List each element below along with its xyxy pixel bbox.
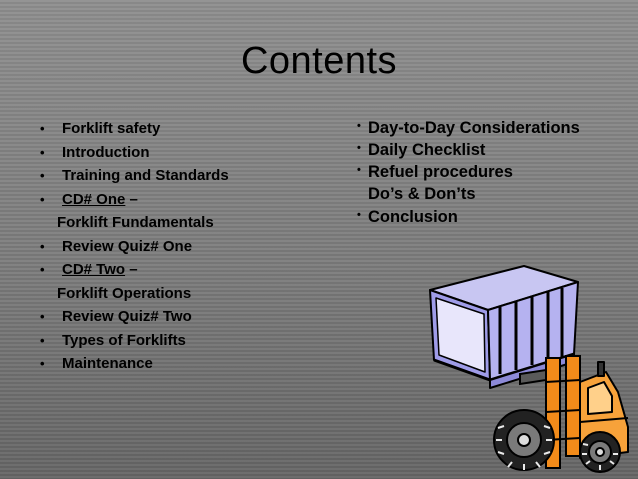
- list-item: • Maintenance: [40, 352, 340, 376]
- bullet-icon: •: [40, 332, 45, 348]
- list-item-suffix: –: [125, 261, 138, 278]
- bullet-icon: •: [40, 238, 45, 254]
- list-item-label: Types of Forklifts: [62, 331, 186, 349]
- list-item: • Daily Checklist: [357, 139, 627, 161]
- list-item-label: Introduction: [62, 143, 150, 161]
- list-item-label: Review Quiz# Two: [62, 308, 192, 325]
- list-item: • Refuel procedures: [357, 161, 627, 183]
- list-item-suffix: –: [125, 190, 138, 208]
- bullet-icon: •: [40, 262, 45, 277]
- slide-title: Contents: [240, 40, 398, 82]
- bullet-icon: •: [40, 121, 45, 136]
- list-item: • Review Quiz# Two: [40, 305, 340, 329]
- bullet-icon: •: [357, 209, 361, 221]
- cd-one-link[interactable]: CD# One: [62, 190, 126, 208]
- bullet-icon: •: [357, 164, 361, 176]
- list-item-label: Review Quiz# One: [62, 237, 193, 255]
- list-item-label: Forklift safety: [62, 120, 161, 137]
- list-item-continuation: Do’s & Don’ts: [368, 185, 476, 203]
- cd-two-link[interactable]: CD# Two: [62, 261, 126, 278]
- bullet-icon: •: [357, 142, 361, 154]
- bullet-icon: •: [40, 356, 45, 371]
- list-item: • Types of Forklifts: [40, 329, 340, 353]
- bullet-icon: •: [40, 144, 45, 160]
- bullet-icon: •: [40, 168, 45, 183]
- list-item-label: Training and Standards: [62, 167, 229, 184]
- list-item: • Forklift safety: [40, 117, 340, 141]
- bullet-icon: •: [357, 120, 361, 132]
- right-bullet-list: • Day-to-Day Considerations • Daily Checkl…: [357, 117, 627, 228]
- list-item: • Review Quiz# One: [40, 235, 340, 259]
- left-bullet-list: • Forklift safety • Introduction • Training…: [40, 117, 340, 376]
- list-item-label: Maintenance: [62, 355, 153, 372]
- list-item: • CD# One –: [40, 188, 340, 212]
- forklift-clipart-icon: [429, 265, 629, 473]
- list-item: • Introduction: [40, 141, 340, 165]
- list-item-label: Daily Checklist: [368, 141, 486, 159]
- list-item-label: Refuel procedures: [368, 163, 513, 181]
- list-item-label: Day-to-Day Considerations: [368, 119, 580, 137]
- list-item-continuation: Forklift Fundamentals: [57, 214, 214, 231]
- bullet-icon: •: [40, 309, 45, 324]
- list-item: • Day-to-Day Considerations: [357, 117, 627, 139]
- list-item: • Training and Standards: [40, 164, 340, 188]
- list-item-label: Conclusion: [368, 208, 458, 226]
- bullet-icon: •: [40, 191, 45, 207]
- list-item: • CD# Two –: [40, 258, 340, 282]
- list-item-continuation: Forklift Operations: [57, 284, 192, 302]
- list-item: • Conclusion: [357, 206, 627, 228]
